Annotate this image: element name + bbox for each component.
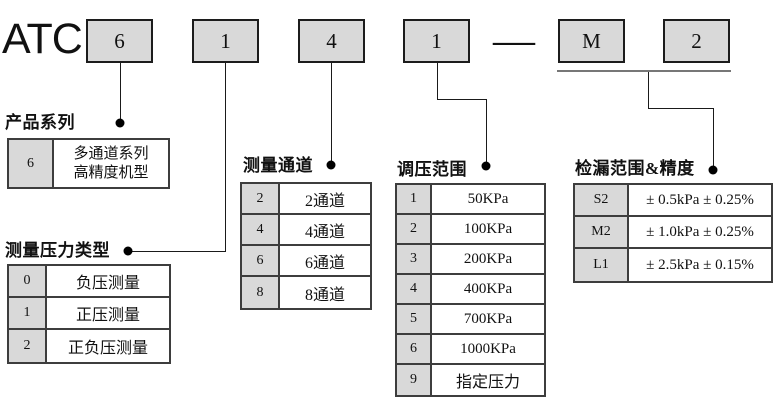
- code-cell: 3: [397, 245, 432, 273]
- section-header-channels: 测量通道: [243, 156, 313, 175]
- code-cell: 4: [397, 275, 432, 303]
- label-cell: 指定压力: [455, 374, 520, 391]
- label-line: 高精度机型: [73, 164, 149, 181]
- code-cell: 1: [397, 185, 432, 213]
- label-cell: 6通道: [304, 254, 345, 272]
- regulation-range-table: 1 50KPa 2 100KPa 3 200KPa 4 400KPa 5 700…: [395, 183, 546, 397]
- table-row: 9 指定压力: [397, 365, 544, 395]
- table-row: 4 400KPa: [397, 275, 544, 305]
- label-cell: 400KPa: [463, 280, 513, 297]
- connector-dot-channels: [326, 160, 336, 170]
- label-cell: ± 1.0kPa ± 0.25%: [646, 223, 754, 240]
- label-cell: 正压测量: [75, 307, 140, 324]
- label-line: 多通道系列: [73, 145, 149, 162]
- label-cell: 700KPa: [463, 310, 513, 327]
- code-box-channels: 4: [298, 19, 365, 63]
- label-cell: 100KPa: [463, 220, 513, 237]
- table-row: 2 100KPa: [397, 215, 544, 245]
- connector-line-leak-h: [648, 108, 714, 109]
- pressure-type-table: 0 负压测量 1 正压测量 2 正负压测量: [7, 264, 171, 364]
- code-cell: 6: [9, 140, 54, 187]
- label-cell: 1000KPa: [460, 340, 516, 357]
- code-cell: 2: [9, 330, 47, 362]
- connector-line-regulation-v2: [486, 99, 487, 162]
- connector-dot-regulation: [481, 161, 491, 171]
- code-box-pressure-type: 1: [192, 19, 259, 63]
- table-row: 1 50KPa: [397, 185, 544, 215]
- table-row: 6 6通道: [242, 246, 370, 277]
- section-header-pressure-type: 测量压力类型: [5, 241, 110, 260]
- section-header-leak: 检漏范围&精度: [575, 159, 695, 178]
- label-cell: ± 0.5kPa ± 0.25%: [646, 191, 754, 208]
- table-row: 8 8通道: [242, 277, 370, 308]
- connector-dot-series: [115, 118, 125, 128]
- table-row: 5 700KPa: [397, 305, 544, 335]
- code-cell: L1: [575, 249, 629, 281]
- connector-line-pressure-type-v: [225, 63, 226, 252]
- leak-group-underline: [557, 70, 731, 72]
- connector-line-regulation-h: [437, 99, 487, 100]
- code-cell: 1: [9, 298, 47, 328]
- code-box-series: 6: [86, 19, 153, 63]
- label-cell: 50KPa: [467, 190, 509, 207]
- label-cell: 4通道: [304, 223, 345, 241]
- connector-line-leak-v1: [648, 72, 649, 109]
- table-row: M2 ± 1.0kPa ± 0.25%: [575, 217, 771, 249]
- label-cell: ± 2.5kPa ± 0.15%: [646, 256, 754, 273]
- code-separator-dash: —: [493, 18, 535, 64]
- table-row: 2 2通道: [242, 184, 370, 215]
- label-cell: 200KPa: [463, 250, 513, 267]
- connector-line-series: [120, 63, 121, 119]
- label-cell: 2通道: [304, 192, 345, 210]
- code-cell: 9: [397, 365, 432, 395]
- product-prefix: ATC: [2, 15, 83, 63]
- code-cell: 2: [397, 215, 432, 243]
- table-row: L1 ± 2.5kPa ± 0.15%: [575, 249, 771, 281]
- table-row: 2 正负压测量: [9, 330, 169, 362]
- table-row: 4 4通道: [242, 215, 370, 246]
- code-cell: 4: [242, 215, 280, 244]
- channels-table: 2 2通道 4 4通道 6 6通道 8 8通道: [240, 182, 372, 310]
- code-box-regulation: 1: [403, 19, 470, 63]
- code-box-leak-accuracy: 2: [663, 19, 730, 63]
- section-header-regulation: 调压范围: [397, 160, 467, 179]
- table-row: 3 200KPa: [397, 245, 544, 275]
- connector-line-channels: [331, 63, 332, 162]
- table-row: S2 ± 0.5kPa ± 0.25%: [575, 185, 771, 217]
- code-cell: 5: [397, 305, 432, 333]
- connector-dot-pressure-type: [123, 246, 133, 256]
- code-cell: 0: [9, 266, 47, 296]
- code-cell: S2: [575, 185, 629, 215]
- label-cell: 正负压测量: [67, 340, 148, 357]
- leak-range-table: S2 ± 0.5kPa ± 0.25% M2 ± 1.0kPa ± 0.25% …: [573, 183, 773, 283]
- table-row: 6 1000KPa: [397, 335, 544, 365]
- code-cell: 8: [242, 277, 280, 308]
- label-cell: 负压测量: [75, 275, 140, 292]
- section-header-series: 产品系列: [5, 113, 75, 132]
- label-cell: 8通道: [304, 286, 345, 304]
- label-cell: 多通道系列 高精度机型: [54, 140, 168, 187]
- table-row: 6 多通道系列 高精度机型: [9, 140, 168, 187]
- table-row: 0 负压测量: [9, 266, 169, 298]
- code-cell: 6: [242, 246, 280, 275]
- connector-dot-leak: [708, 165, 718, 175]
- code-box-leak-grade: M: [558, 19, 625, 63]
- connector-line-pressure-type-h: [130, 251, 226, 252]
- connector-line-leak-v2: [713, 108, 714, 166]
- code-cell: 2: [242, 184, 280, 213]
- code-cell: 6: [397, 335, 432, 363]
- code-cell: M2: [575, 217, 629, 247]
- series-table: 6 多通道系列 高精度机型: [7, 138, 170, 189]
- table-row: 1 正压测量: [9, 298, 169, 330]
- connector-line-regulation-v1: [437, 63, 438, 100]
